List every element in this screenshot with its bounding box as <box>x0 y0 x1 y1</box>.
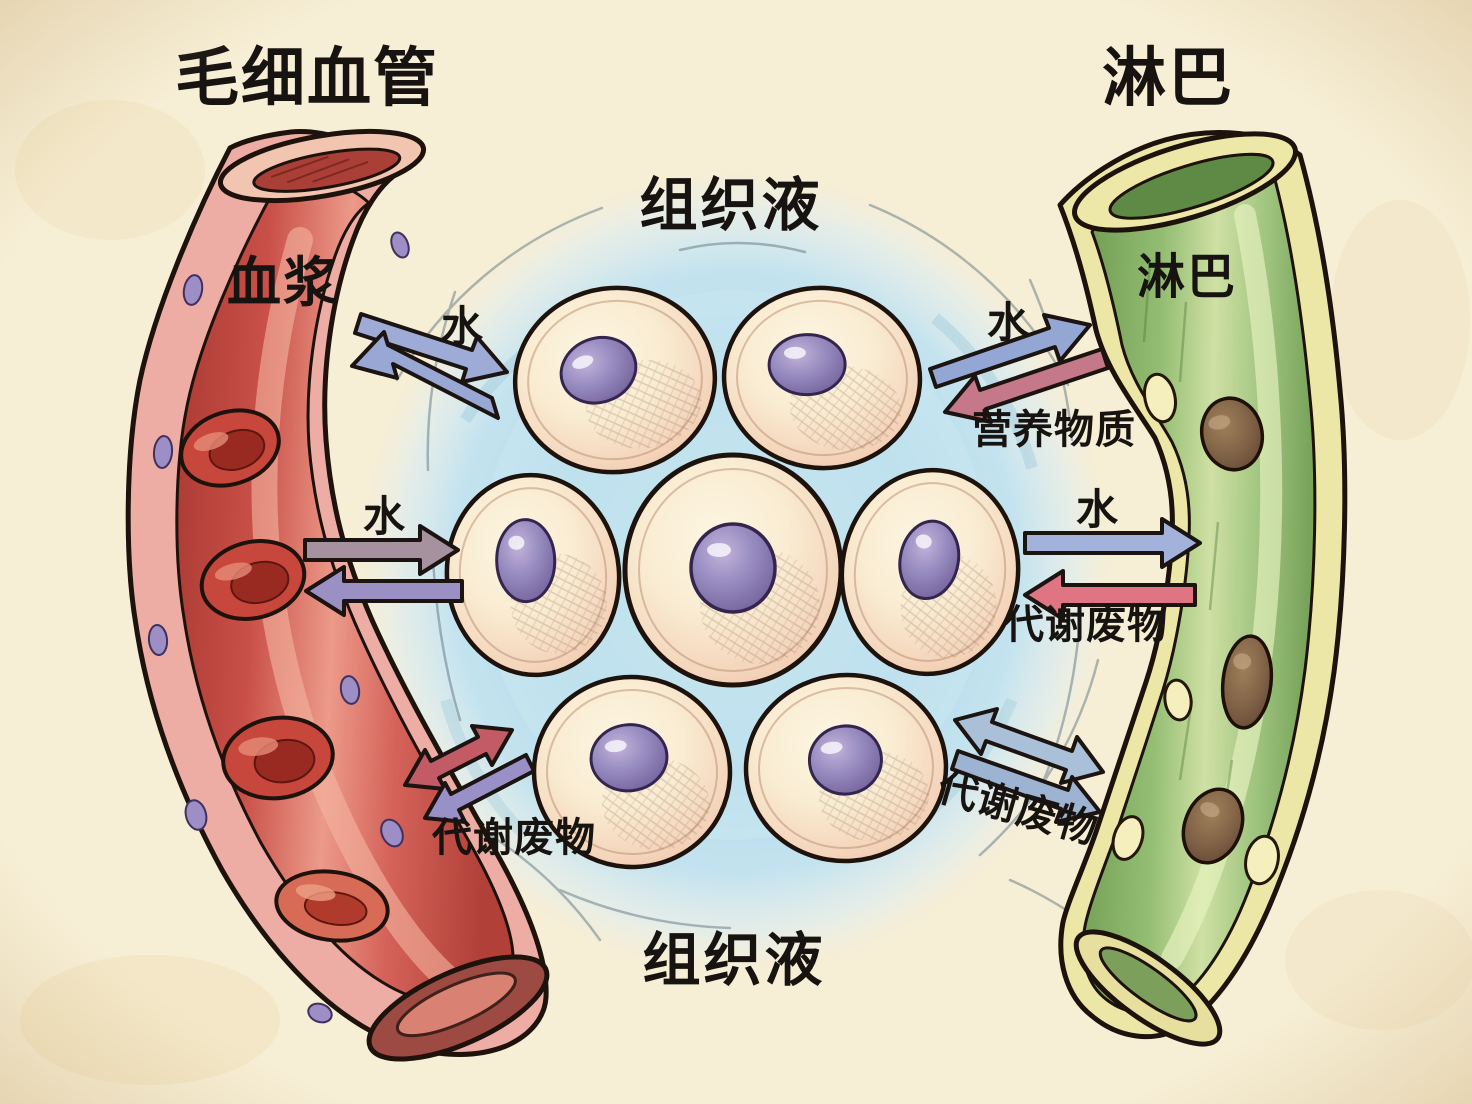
lymph-title: 淋巴 <box>1102 42 1234 114</box>
tissue-cell <box>622 452 844 688</box>
waste-label-capillary-bottom: 代谢废物 <box>431 816 596 860</box>
water-label-capillary-mid: 水 <box>363 493 406 540</box>
water-label-lymph-mid: 水 <box>1076 486 1119 533</box>
cell-nucleus <box>689 522 777 614</box>
tissue-fluid-label-top: 组织液 <box>639 173 822 238</box>
water-label-capillary-top: 水 <box>441 303 484 350</box>
plasma-label: 血浆 <box>227 253 339 313</box>
water-label-lymph-top: 水 <box>987 299 1030 346</box>
cell-nucleus <box>767 333 847 397</box>
nutrients-label: 营养物质 <box>972 408 1136 452</box>
waste-label-lymph-mid: 代谢废物 <box>1003 603 1168 647</box>
tissue-fluid-label-bottom: 组织液 <box>642 928 825 993</box>
cell-nucleus <box>495 518 557 604</box>
lymph-fluid-label: 淋巴 <box>1137 251 1237 304</box>
capillary-title: 毛细血管 <box>175 42 439 114</box>
